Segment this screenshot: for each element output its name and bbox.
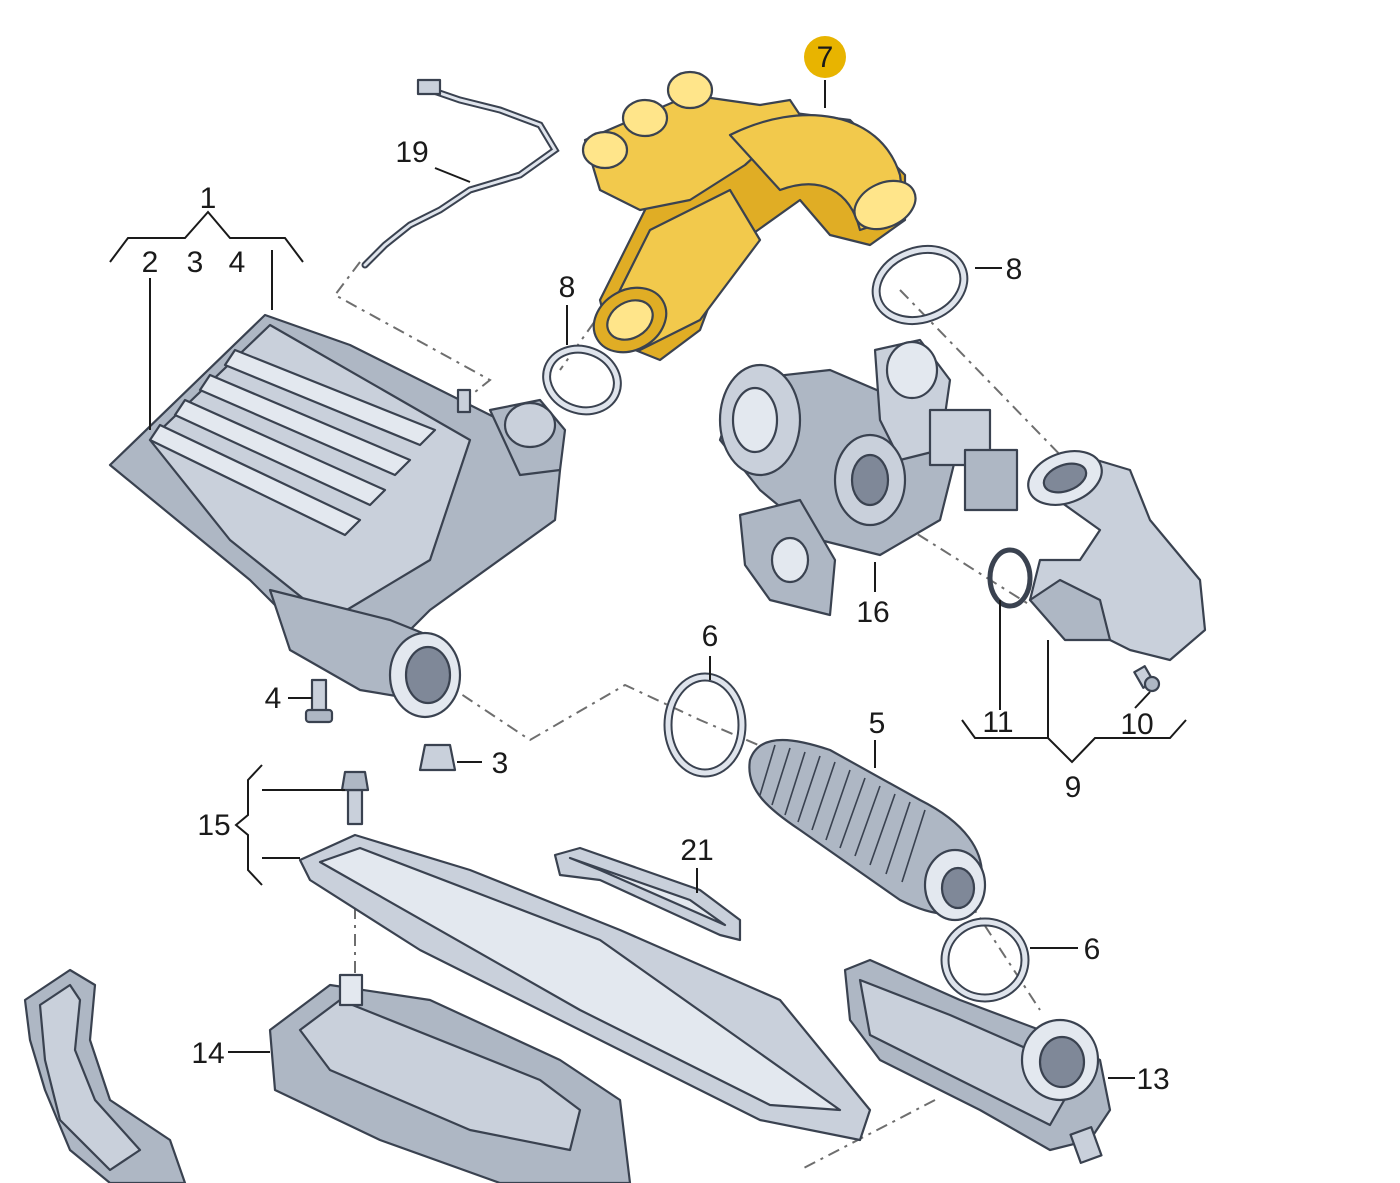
callout-21: 21: [680, 834, 713, 867]
callout-1: 1: [200, 182, 217, 215]
callout-4-bolt: 4: [265, 682, 282, 715]
clamp-part-6-upper: [663, 672, 747, 778]
callout-10: 10: [1120, 708, 1153, 741]
screw-part-10: [1133, 665, 1161, 693]
callout-8-left: 8: [559, 271, 576, 304]
callout-4-top: 4: [229, 246, 246, 279]
seal-strip-part-21: [553, 846, 742, 942]
clamp-part-8-lower: [542, 344, 622, 416]
pressure-pipe-part-9: [1027, 450, 1207, 662]
callout-15: 15: [197, 809, 230, 842]
callout-8-right: 8: [1006, 253, 1023, 286]
air-duct-cover-part-15: [298, 833, 872, 1142]
bolt-part-4: [304, 678, 334, 724]
air-intake-part-13: [843, 958, 1112, 1164]
assembly-lines: [333, 261, 1071, 1171]
bolt-part-15: [340, 770, 370, 826]
turbocharger-part-16: [718, 338, 1019, 617]
o-ring-part-11: [987, 547, 1033, 609]
highlight-badge: [804, 36, 846, 78]
corrugated-hose-part-5: [748, 739, 987, 922]
clamp-part-6-lower: [940, 917, 1030, 1003]
callout-19: 19: [395, 136, 428, 169]
grommet-part-3: [418, 743, 457, 772]
sensor-wire-part-19: [361, 78, 560, 269]
callout-6-top: 6: [702, 620, 719, 653]
air-guide-part-14: [268, 973, 632, 1183]
intake-pipe-part-7: [581, 70, 917, 362]
callout-16: 16: [856, 596, 889, 629]
callout-11: 11: [982, 706, 1013, 739]
callout-6-bottom: 6: [1084, 933, 1101, 966]
leader-lines: [109, 80, 1187, 1079]
callout-2: 2: [142, 246, 159, 279]
callout-13: 13: [1136, 1063, 1169, 1096]
callout-7: 7: [817, 41, 834, 74]
callout-9: 9: [1065, 771, 1082, 804]
callout-5: 5: [869, 707, 886, 740]
callout-3-top: 3: [187, 246, 204, 279]
callout-labels: 1 2 3 4 19 7 8 8 16 6 5 4 3 11 10 9 15 2…: [142, 41, 1170, 1096]
clamp-part-8-upper: [871, 245, 969, 325]
bracket-part: [23, 968, 187, 1183]
air-filter-housing-part-1: [108, 313, 567, 719]
callout-3-grommet: 3: [492, 747, 509, 780]
callout-14: 14: [191, 1037, 224, 1070]
